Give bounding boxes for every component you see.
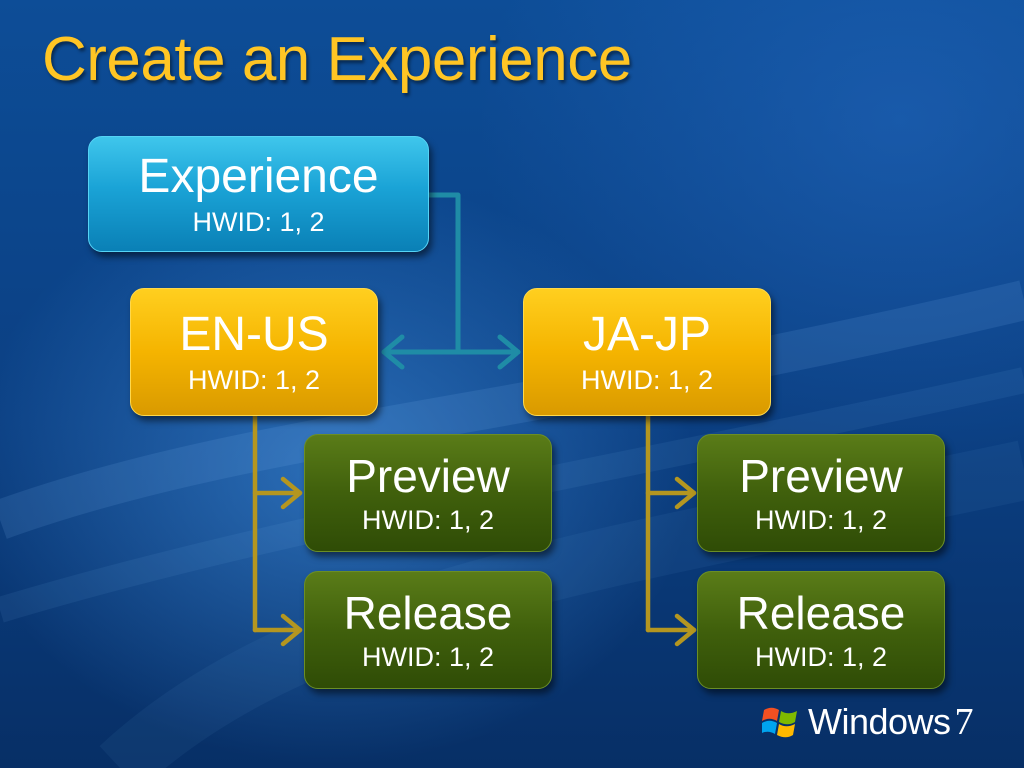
en-us-preview-node-name: Preview: [346, 449, 510, 502]
en-us-connector: [252, 413, 303, 647]
ja-jp-preview-node-hwid: HWID: 1, 2: [754, 504, 888, 535]
ja-jp-node: JA-JP HWID: 1, 2: [523, 288, 771, 416]
logo-version: 7: [954, 701, 974, 743]
en-us-release-node: Release HWID: 1, 2: [304, 571, 552, 689]
logo-text: Windows: [808, 701, 951, 742]
ja-jp-release-node-name: Release: [736, 586, 906, 639]
windows-flag-icon: [762, 707, 797, 738]
en-us-preview-node: Preview HWID: 1, 2: [304, 434, 552, 552]
ja-jp-preview-node-name: Preview: [739, 449, 903, 502]
windows-7-logo: Windows 7: [762, 700, 974, 744]
slide-title: Create an Experience: [42, 25, 632, 94]
en-us-node: EN-US HWID: 1, 2: [130, 288, 378, 416]
ja-jp-preview-node: Preview HWID: 1, 2: [697, 434, 945, 552]
en-us-node-name: EN-US: [179, 307, 329, 361]
en-us-preview-node-hwid: HWID: 1, 2: [361, 504, 495, 535]
ja-jp-release-node: Release HWID: 1, 2: [697, 571, 945, 689]
en-us-release-node-name: Release: [343, 586, 513, 639]
ja-jp-node-hwid: HWID: 1, 2: [580, 364, 714, 395]
experience-node-name: Experience: [138, 149, 379, 203]
experience-node: Experience HWID: 1, 2: [88, 136, 429, 252]
ja-jp-release-node-hwid: HWID: 1, 2: [754, 641, 888, 672]
en-us-node-hwid: HWID: 1, 2: [187, 364, 321, 395]
ja-jp-connector: [645, 413, 697, 647]
experience-node-hwid: HWID: 1, 2: [192, 206, 325, 237]
ja-jp-node-name: JA-JP: [582, 307, 711, 361]
experience-connector: [381, 192, 521, 370]
en-us-release-node-hwid: HWID: 1, 2: [361, 641, 495, 672]
